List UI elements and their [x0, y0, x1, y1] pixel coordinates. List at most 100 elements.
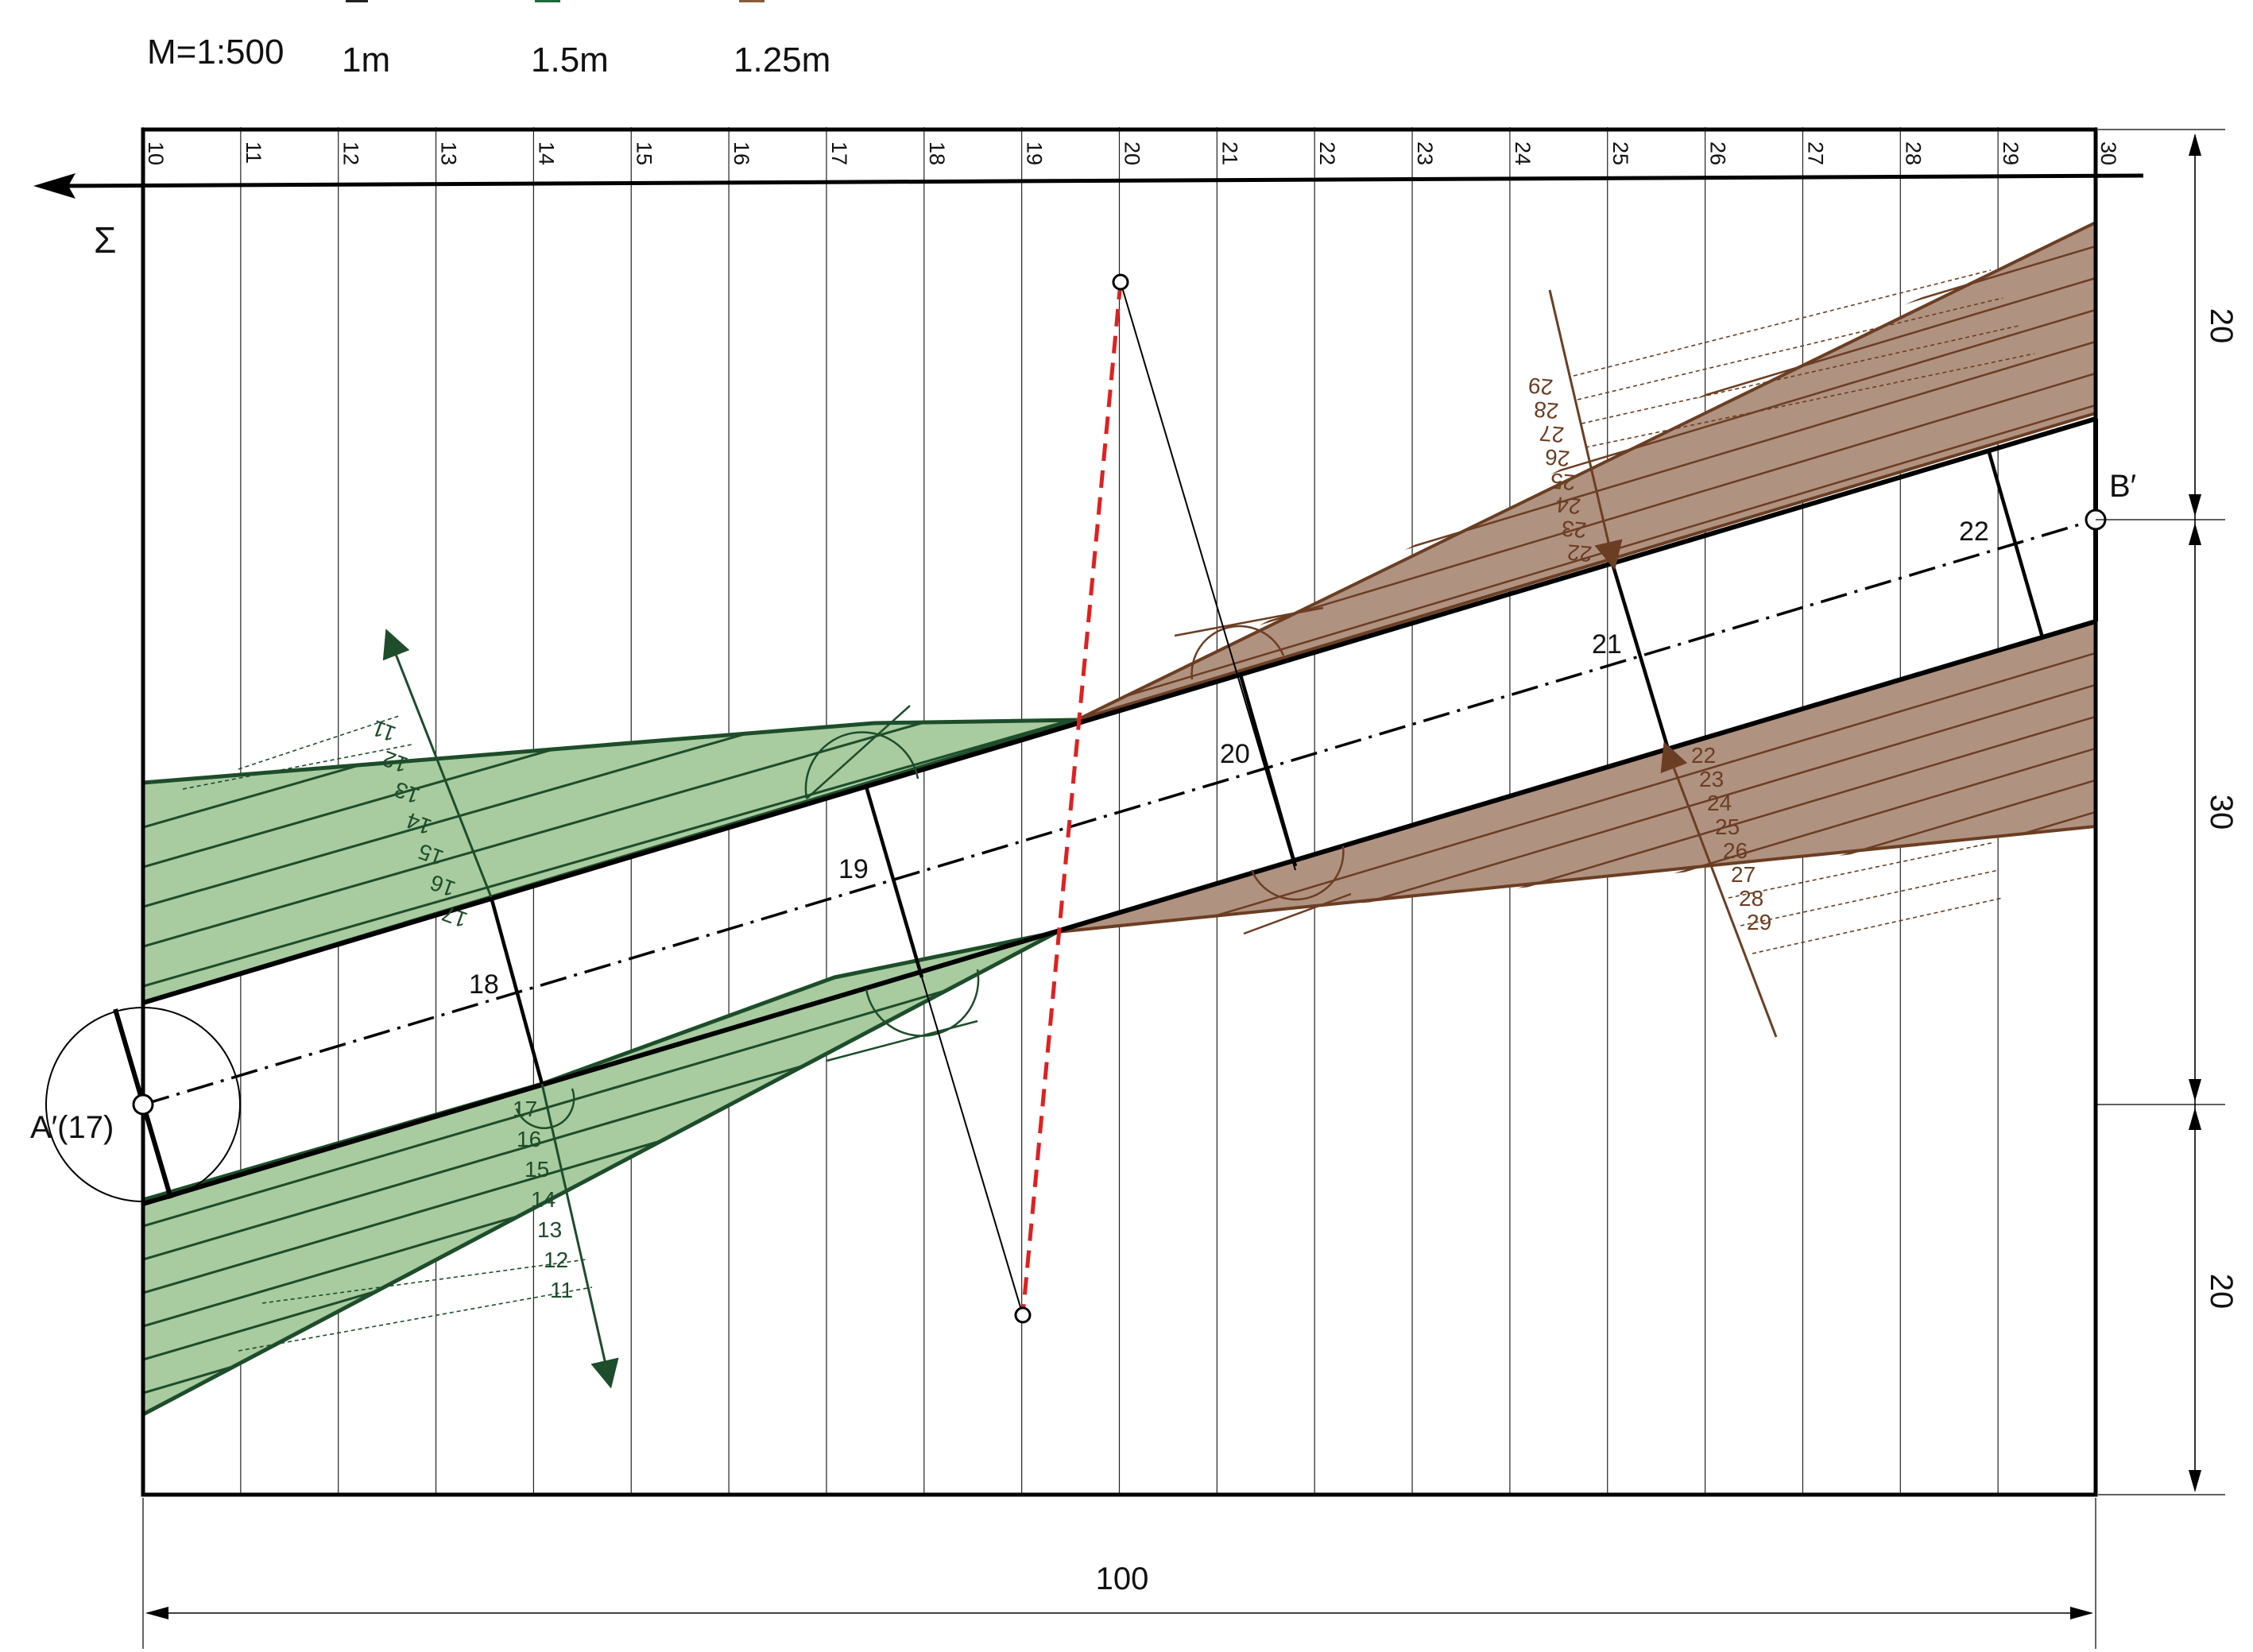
cut-scale-top-24: 24	[1555, 492, 1582, 519]
cut-scale-bottom-22: 22	[1691, 743, 1716, 768]
profile-label-19: 19	[838, 854, 869, 884]
contour-label: 21	[1217, 141, 1241, 165]
contour-label: 15	[632, 141, 656, 165]
cut-slope-arc-bottom	[1250, 845, 1345, 901]
cut-scale-bottom-25: 25	[1715, 814, 1740, 839]
zero-point-top	[1112, 273, 1129, 291]
dim-right-30: 30	[2204, 795, 2239, 830]
contour-label: 27	[1803, 141, 1827, 165]
fill-slope-scale-bottom: 17 16 15 14 13 12 11	[238, 1083, 619, 1389]
fill-zone-bottom	[141, 930, 1059, 1417]
cut-slope-tangent-top	[1174, 606, 1324, 637]
cut-slope-arc-top	[1190, 625, 1285, 680]
fill-slope-arc-top	[804, 731, 919, 799]
fill-scale-line-top	[382, 629, 493, 898]
cut-slope-scale-bottom: 22 23 24 25 26 27 28 29	[1660, 741, 2003, 1038]
construction-line-bottom	[921, 977, 1024, 1316]
contour-label: 23	[1413, 141, 1437, 165]
contour-label: 19	[1023, 141, 1047, 165]
contour-label: 18	[925, 141, 949, 165]
contour-label: 11	[242, 141, 265, 164]
cut-zone-top-area	[1075, 221, 2097, 722]
contour-label: 30	[2096, 141, 2120, 165]
road-edge-top	[142, 416, 2096, 1005]
profile-18-bar	[489, 896, 544, 1085]
contour-label: 20	[1121, 141, 1144, 165]
scale-label: M=1:500	[147, 33, 284, 72]
cut-slope-construction	[1174, 606, 1352, 935]
dim-right-20-top: 20	[2204, 308, 2239, 344]
profile-label-20: 20	[1220, 739, 1250, 769]
contour-label: 17	[827, 141, 851, 165]
cut-scale-bottom-23: 23	[1699, 767, 1724, 791]
fill-slope-tangent-top	[806, 705, 911, 799]
construction-line-top	[1120, 281, 1296, 871]
point-a-label: A′(17)	[30, 1110, 114, 1145]
profile-label-22: 22	[1959, 516, 1989, 547]
zero-point-bottom	[1014, 1306, 1032, 1324]
profile-22-bar	[1986, 449, 2045, 638]
dim-right-20-bottom: 20	[2204, 1274, 2239, 1310]
contour-label: 16	[730, 141, 753, 165]
fill-scale-top-11: 11	[369, 715, 399, 746]
zero-work-line	[921, 273, 1296, 1324]
cut-scale-top-28: 28	[1533, 397, 1560, 424]
fill-scale-line-bottom	[540, 1083, 619, 1389]
legend-label-1-5m: 1.5m	[531, 41, 609, 79]
cut-scale-top-23: 23	[1561, 516, 1588, 543]
fill-slope-arc-bottom	[865, 969, 980, 1037]
point-a-circle	[45, 1007, 241, 1202]
road-edge-bottom	[142, 619, 2096, 1206]
road-center-axis	[142, 518, 2096, 1106]
legend-label-1m: 1m	[342, 41, 390, 79]
cut-scale-bottom-28: 28	[1739, 886, 1763, 911]
cut-scale-bottom-29: 29	[1747, 910, 1771, 934]
fill-scale-bottom-14: 14	[531, 1187, 556, 1212]
cut-slope-scale-top: 29 28 27 26 25 24 23 22	[1527, 269, 2035, 571]
road	[113, 416, 2098, 1206]
cut-scale-bottom-27: 27	[1731, 862, 1756, 887]
cut-slope-tangent-bottom	[1243, 892, 1352, 935]
profiles: 18 19 20 21 22	[469, 449, 2045, 1085]
fill-scale-bottom-13: 13	[537, 1217, 562, 1242]
contour-label: 29	[1999, 141, 2023, 165]
sigma-direction: Σ	[33, 173, 2144, 261]
fill-scale-bottom-11: 11	[550, 1278, 573, 1302]
contour-label: 13	[437, 141, 461, 165]
cut-scale-top-27: 27	[1539, 420, 1566, 447]
cut-scale-line-top	[1548, 289, 1623, 571]
zero-work-line-red	[1020, 281, 1123, 1316]
cut-scale-top-22: 22	[1566, 540, 1593, 567]
fill-scale-bottom-12: 12	[544, 1248, 568, 1272]
dim-bottom-100: 100	[1096, 1561, 1149, 1596]
profile-21-bar	[1609, 560, 1671, 752]
sigma-arrowhead-icon	[33, 173, 75, 199]
profile-19-bar	[864, 786, 924, 978]
point-a: A′(17)	[30, 1007, 241, 1202]
legend: 1m 1.5m 1.25m	[342, 0, 830, 79]
fill-zone-top	[141, 718, 1079, 1005]
point-a-marker	[132, 1093, 154, 1116]
legend-label-1-25m: 1.25m	[734, 41, 830, 79]
contour-label: 24	[1511, 141, 1535, 165]
dimension-bottom: 100	[142, 1498, 2096, 1649]
cut-scale-line-bottom	[1660, 741, 1778, 1038]
fill-slope-tangent-bottom	[826, 1019, 978, 1062]
cut-scale-bottom-26: 26	[1723, 838, 1748, 863]
fill-scale-bottom-15: 15	[525, 1157, 549, 1182]
contour-label: 10	[144, 141, 168, 165]
contour-label: 26	[1706, 141, 1730, 165]
contour-label: 14	[534, 141, 558, 165]
contour-label: 25	[1608, 141, 1632, 165]
drawing-frame	[141, 127, 2098, 1497]
fill-slope-arc-small	[515, 1088, 575, 1129]
profile-label-18: 18	[469, 969, 499, 1000]
cut-scale-top-29: 29	[1527, 373, 1554, 400]
fill-scale-bottom-17: 17	[513, 1097, 537, 1121]
cut-scale-top-26: 26	[1544, 444, 1571, 471]
sigma-arrow-line	[55, 173, 2144, 188]
profile-20-bar	[1237, 671, 1298, 867]
cut-scale-bottom-24: 24	[1707, 791, 1732, 815]
